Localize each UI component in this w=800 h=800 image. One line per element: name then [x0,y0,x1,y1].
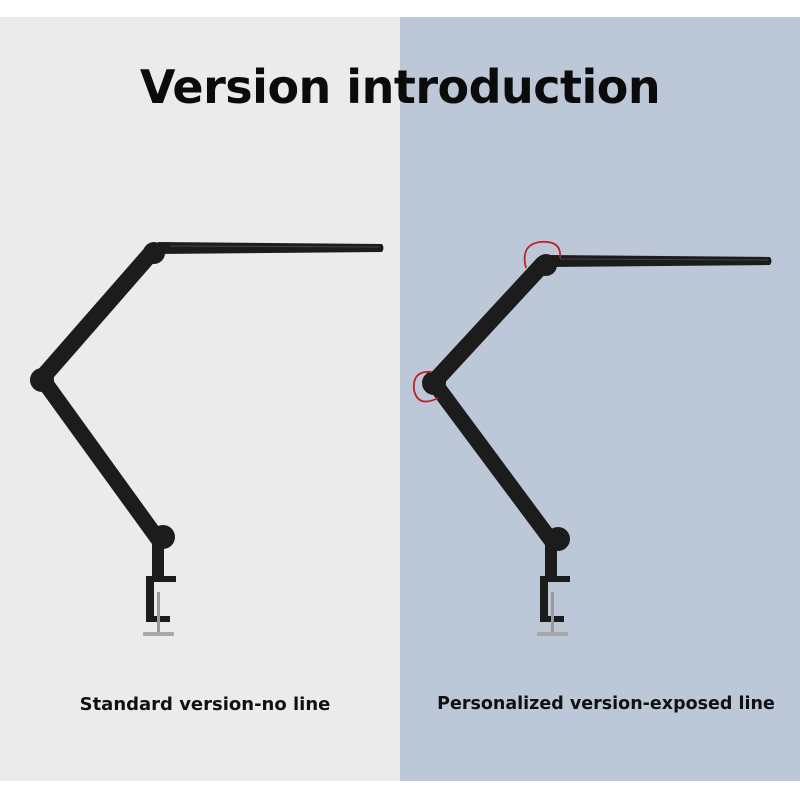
standard-version-panel [0,17,400,781]
personalized-version-caption: Personalized version-exposed line [437,694,775,714]
personalized-version-panel [400,17,800,781]
lamp-upper-arm [36,244,158,384]
lamp-light-bar [158,242,384,254]
lamp-lower-arm [36,376,164,544]
exposed-wire-elbow [412,370,439,403]
lamp-light-bar [548,255,772,267]
lamp-elbow-joint [422,371,446,395]
lamp-upper-arm [428,257,549,388]
standard-lamp-image [30,242,384,636]
exposed-wire-top [523,240,562,269]
lamp-clamp [540,576,570,622]
standard-version-caption: Standard version-no line [79,694,331,715]
lamp-stem [545,542,557,578]
lamp-lower-arm [428,380,556,545]
page-title: Version introduction [139,60,661,114]
lamp-top-joint [143,242,165,264]
lamp-top-joint [535,254,557,276]
lamp-clamp [146,576,176,622]
lamp-elbow-joint [30,368,54,392]
lamp-stem [152,540,164,578]
